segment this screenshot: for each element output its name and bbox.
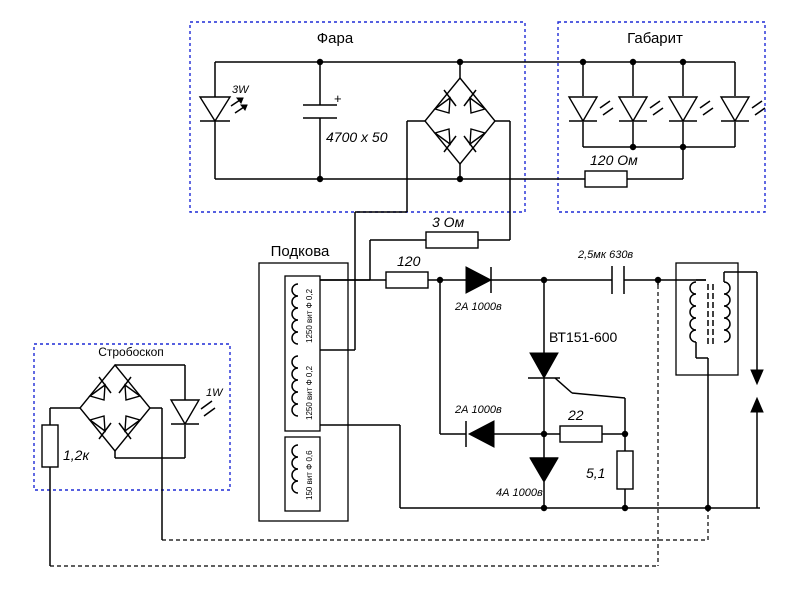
strobe-bridge-rectifier bbox=[79, 363, 151, 453]
strobe-resistor-label: 1,2к bbox=[63, 447, 90, 463]
strobe-wiring bbox=[49, 364, 186, 566]
headlight-capacitor bbox=[303, 104, 337, 119]
diode-bottom bbox=[529, 457, 559, 483]
stator-coil-3-frame bbox=[284, 436, 321, 512]
ignition-coil-frame bbox=[675, 262, 739, 376]
parking-light-title: Габарит bbox=[627, 30, 683, 47]
diode-top bbox=[465, 266, 493, 294]
stator-coil-2 bbox=[291, 355, 299, 417]
parking-led-3 bbox=[667, 96, 714, 123]
headlight-title: Фара bbox=[317, 30, 354, 47]
ignition-wiring bbox=[400, 279, 760, 509]
thyristor bbox=[528, 352, 560, 380]
stator-title: Подкова bbox=[271, 243, 330, 260]
strobe-title: Стробоскоп bbox=[98, 345, 164, 359]
diode-mid bbox=[465, 420, 495, 448]
hv-capacitor bbox=[611, 266, 625, 294]
headlight-led-label: 3W bbox=[232, 84, 250, 96]
strobe-led-label: 1W bbox=[206, 387, 224, 399]
resistor-3-ohm-label: 3 Ом bbox=[432, 214, 465, 230]
parking-light-section-box bbox=[557, 21, 766, 213]
diode-mid-label: 2А 1000в bbox=[454, 404, 502, 416]
capacitor-plus-sign: + bbox=[334, 91, 342, 106]
stator-wiring bbox=[320, 211, 510, 508]
thyristor-label: ВТ151-600 bbox=[549, 329, 618, 345]
diode-bottom-label: 4А 1000в bbox=[496, 487, 543, 499]
coil-1-label: 1250 вит Ф 0,2 bbox=[305, 288, 314, 343]
hv-capacitor-label: 2,5мк 630в bbox=[577, 249, 633, 261]
resistor-120 bbox=[385, 271, 429, 289]
junction-dots bbox=[316, 58, 712, 512]
stator-coil-1-2-frame bbox=[284, 275, 321, 432]
external-dashed-wires bbox=[50, 285, 709, 567]
parking-light-wiring bbox=[510, 61, 736, 180]
headlight-capacitor-label: 4700 x 50 bbox=[326, 129, 388, 145]
coil-2-label: 1250 вит Ф 0,2 bbox=[305, 365, 314, 420]
strobe-section-box bbox=[33, 343, 231, 491]
strobe-led bbox=[169, 399, 216, 426]
stator-frame bbox=[258, 262, 349, 522]
parking-led-1 bbox=[567, 96, 614, 123]
parking-led-2 bbox=[617, 96, 664, 123]
resistor-3-ohm bbox=[425, 231, 479, 249]
resistor-22-label: 22 bbox=[567, 407, 584, 423]
headlight-led bbox=[198, 96, 248, 123]
diode-top-label: 2А 1000в bbox=[454, 301, 502, 313]
ignition-transformer bbox=[689, 271, 758, 508]
stator-coil-3 bbox=[291, 444, 299, 494]
resistor-120-label: 120 bbox=[397, 253, 421, 269]
resistor-5-1 bbox=[616, 450, 634, 490]
parking-resistor bbox=[584, 170, 628, 188]
spark-gap bbox=[750, 369, 764, 413]
resistor-22 bbox=[559, 425, 603, 443]
parking-led-4 bbox=[719, 96, 766, 123]
headlight-bridge-rectifier bbox=[424, 76, 496, 166]
coil-3-label: 150 вит Ф 0,6 bbox=[305, 450, 314, 500]
resistor-5-1-label: 5,1 bbox=[586, 465, 605, 481]
strobe-resistor bbox=[41, 424, 59, 468]
stator-coil-1 bbox=[291, 283, 299, 345]
parking-resistor-label: 120 Ом bbox=[590, 152, 638, 168]
